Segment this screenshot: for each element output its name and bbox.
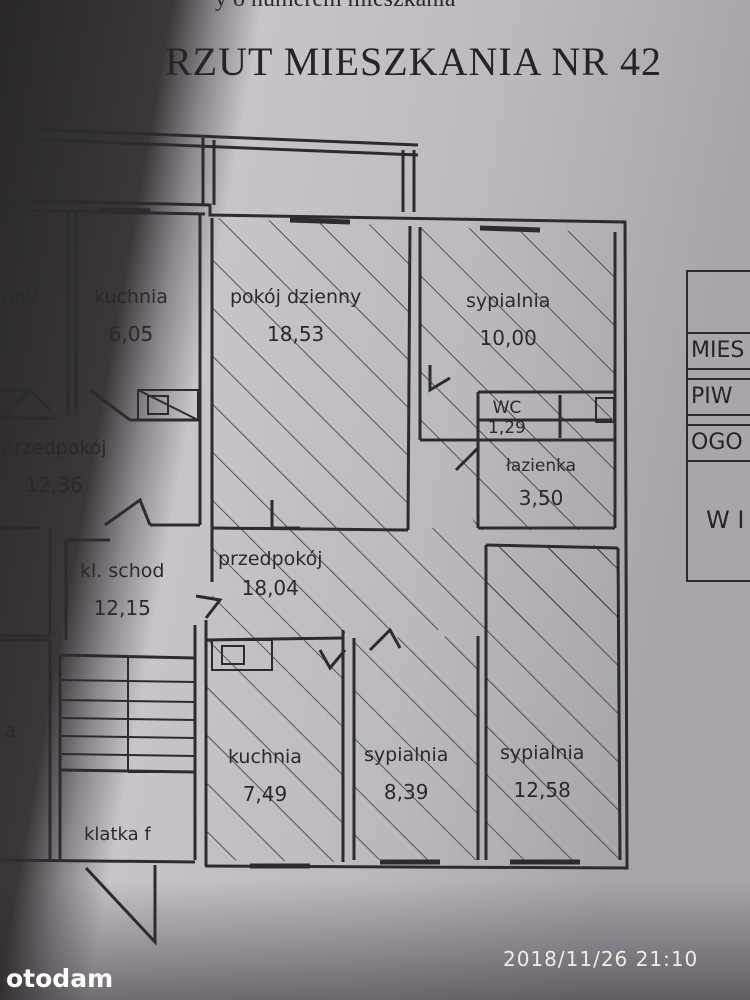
room-area: 6,05 bbox=[108, 322, 154, 346]
room-klatka-f: klatka f bbox=[84, 824, 151, 845]
legend-row-ogrod: OGO bbox=[686, 424, 750, 462]
room-kuchnia-neighbor: kuchnia 6,05 bbox=[94, 286, 168, 346]
room-area: 18,53 bbox=[267, 322, 325, 346]
room-label: kl. schod bbox=[80, 560, 165, 582]
room-area: 12,36 bbox=[25, 473, 83, 497]
legend-footer: W I bbox=[706, 506, 745, 534]
room-label: klatka f bbox=[84, 824, 151, 845]
room-label: sypialnia bbox=[364, 744, 449, 766]
balcony bbox=[0, 126, 419, 212]
windows bbox=[0, 204, 580, 869]
wc-fixture bbox=[595, 397, 615, 423]
room-przedpokoj-neighbor: przedpokój 12,36 bbox=[2, 437, 107, 497]
walls bbox=[0, 198, 629, 946]
room-pokoj-dzienny: pokój dzienny 18,53 bbox=[230, 286, 361, 346]
header-partial-text: y o numerem mieszkania bbox=[215, 0, 456, 13]
room-area: 10,00 bbox=[479, 326, 537, 350]
room-label: kuchnia bbox=[94, 286, 168, 308]
plan-title: RZUT MIESZKANIA NR 42 bbox=[165, 39, 662, 84]
stove-symbol-kitchen-42 bbox=[211, 639, 273, 671]
room-label: łazienka bbox=[506, 456, 577, 476]
staircase-steps bbox=[61, 658, 196, 773]
room-wc: WC 1,29 bbox=[488, 398, 526, 438]
room-label: kuchnia bbox=[228, 746, 302, 768]
room-area: 7,49 bbox=[242, 782, 288, 806]
room-neighbor-partial: nny bbox=[2, 286, 37, 308]
room-klatka-schodowa: kl. schod 12,15 bbox=[80, 560, 164, 620]
room-area: 1,29 bbox=[488, 418, 526, 438]
room-sypialnia-1: sypialnia 10,00 bbox=[466, 290, 550, 350]
room-area: 18,04 bbox=[241, 576, 299, 600]
room-label: przedpokój bbox=[2, 437, 107, 459]
room-neighbor-partial-2: a bbox=[4, 720, 16, 742]
legend-row-piwnica: PIW bbox=[686, 378, 750, 416]
room-label: a bbox=[4, 720, 16, 742]
room-label: nny bbox=[2, 286, 38, 308]
room-label: sypialnia bbox=[466, 290, 551, 312]
room-przedpokoj-42: przedpokój 18,04 bbox=[218, 548, 323, 600]
photo-timestamp: 2018/11/26 21:10 bbox=[503, 947, 699, 971]
room-label: pokój dzienny bbox=[230, 286, 362, 308]
room-label: WC bbox=[492, 398, 522, 418]
room-area: 12,58 bbox=[513, 778, 571, 802]
otodam-watermark: otodam bbox=[6, 964, 114, 993]
room-lazienka: łazienka 3,50 bbox=[506, 456, 576, 510]
room-sypialnia-3: sypialnia 12,58 bbox=[500, 742, 584, 802]
room-area: 12,15 bbox=[93, 596, 151, 620]
apartment-42-hatch bbox=[206, 218, 620, 862]
room-sypialnia-2: sypialnia 8,39 bbox=[364, 744, 448, 804]
legend-row-mieszkanie: MIES bbox=[686, 332, 750, 370]
room-label: sypialnia bbox=[500, 742, 585, 764]
stove-symbol-neighbor bbox=[137, 389, 199, 421]
room-label: przedpokój bbox=[218, 548, 323, 570]
room-area: 8,39 bbox=[383, 780, 429, 804]
room-kuchnia-42: kuchnia 7,49 bbox=[228, 746, 302, 806]
room-area: 3,50 bbox=[518, 486, 564, 510]
